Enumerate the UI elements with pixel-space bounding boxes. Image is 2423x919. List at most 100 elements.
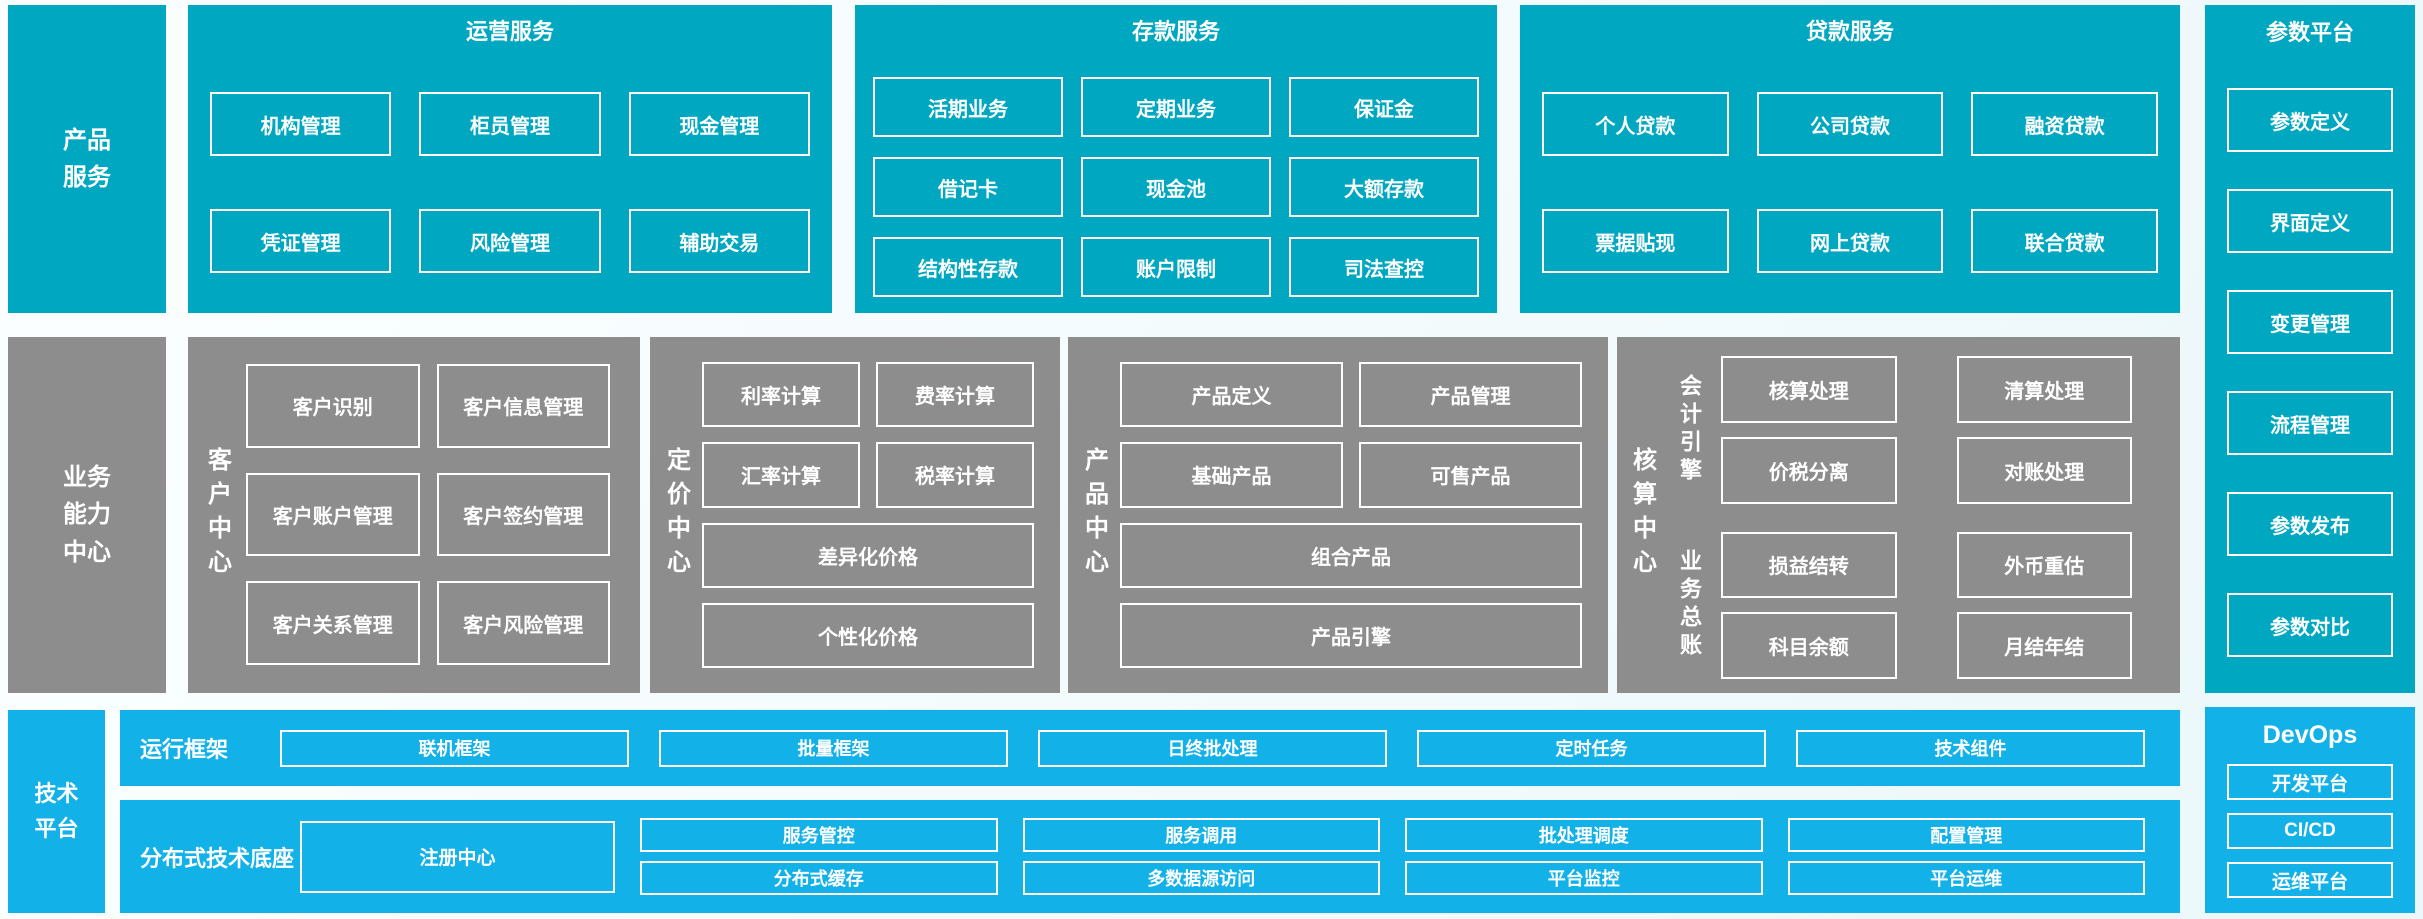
capability-box: 汇率计算 <box>702 442 860 508</box>
capability-box: 损益结转 <box>1721 531 1897 599</box>
sidebar-label-line: 平台 <box>34 815 79 841</box>
tech-box: 分布式缓存 <box>640 861 998 895</box>
distributed-columns: 服务管控 分布式缓存 服务调用 多数据源访问 批处理调度 平台监控 配置管理 平… <box>640 818 2145 895</box>
accounting-group-general-ledger: 业务总账 损益结转 外币重估 科目余额 月结年结 <box>1667 531 2132 679</box>
service-box: 保证金 <box>1289 77 1479 137</box>
capability-box-wide: 差异化价格 <box>702 522 1034 588</box>
group-grid: 损益结转 外币重估 科目余额 月结年结 <box>1721 531 2132 679</box>
capability-box-wide: 个性化价格 <box>702 602 1034 668</box>
capability-box: 客户关系管理 <box>246 581 420 665</box>
parameter-box: 参数对比 <box>2227 593 2393 657</box>
capability-box: 可售产品 <box>1359 442 1582 508</box>
capability-box: 核算处理 <box>1721 356 1897 423</box>
parameter-list: 参数定义 界面定义 变更管理 流程管理 参数发布 参数对比 <box>2227 88 2393 657</box>
distributed-column: 服务管控 分布式缓存 <box>640 818 998 895</box>
column-title: 参数平台 <box>2265 20 2354 45</box>
tech-box: 联机框架 <box>280 729 629 767</box>
distributed-column: 批处理调度 平台监控 <box>1405 818 1763 895</box>
section-title: 贷款服务 <box>1805 19 1894 44</box>
sidebar-label-line: 业务 <box>63 464 111 492</box>
service-box: 大额存款 <box>1289 157 1479 217</box>
service-box: 票据贴现 <box>1542 209 1729 273</box>
parameter-box: 变更管理 <box>2227 290 2393 354</box>
sidebar-label-line: 能力 <box>63 501 111 529</box>
capability-box: 税率计算 <box>876 442 1034 508</box>
section-operations-services: 运营服务 机构管理 柜员管理 现金管理 凭证管理 风险管理 辅助交易 <box>188 5 832 313</box>
service-box: 现金池 <box>1081 157 1271 217</box>
capability-box: 月结年结 <box>1956 612 2132 679</box>
capability-box: 客户识别 <box>246 364 420 448</box>
capability-box: 客户签约管理 <box>436 472 610 557</box>
tech-box: 平台监控 <box>1405 861 1763 895</box>
panel-vertical-label: 定价中心 <box>662 447 690 583</box>
service-box: 凭证管理 <box>210 209 392 273</box>
tech-box: 技术组件 <box>1796 729 2145 767</box>
product-grid: 产品定义 产品管理 基础产品 可售产品 组合产品 产品引擎 <box>1120 362 1582 668</box>
service-box: 网上贷款 <box>1756 209 1944 273</box>
tech-box: 日终批处理 <box>1038 729 1387 767</box>
capability-box-wide: 组合产品 <box>1120 522 1582 588</box>
operations-grid: 机构管理 柜员管理 现金管理 凭证管理 风险管理 辅助交易 <box>210 92 810 273</box>
capability-box: 利率计算 <box>702 362 860 428</box>
capability-box: 科目余额 <box>1721 612 1897 679</box>
service-box: 机构管理 <box>210 92 392 156</box>
band-label: 运行框架 <box>140 737 229 762</box>
customer-grid: 客户识别 客户信息管理 客户账户管理 客户签约管理 客户关系管理 客户风险管理 <box>246 364 610 665</box>
tech-box: 配置管理 <box>1787 818 2145 852</box>
service-box: 借记卡 <box>873 157 1063 217</box>
tech-box: 定时任务 <box>1417 729 1766 767</box>
panel-vertical-label: 产品中心 <box>1080 447 1108 583</box>
panel-product-center: 产品中心 产品定义 产品管理 基础产品 可售产品 组合产品 产品引擎 <box>1068 337 1608 693</box>
section-deposit-services: 存款服务 活期业务 定期业务 保证金 借记卡 现金池 大额存款 结构性存款 账户… <box>855 5 1497 313</box>
service-box: 个人贷款 <box>1542 92 1729 156</box>
column-devops: DevOps 开发平台 CI/CD 运维平台 <box>2205 707 2415 913</box>
capability-box: 对账处理 <box>1956 436 2132 504</box>
panel-vertical-label: 核算中心 <box>1628 447 1656 583</box>
capability-box: 价税分离 <box>1721 436 1897 504</box>
capability-box: 产品定义 <box>1120 362 1343 428</box>
loan-grid: 个人贷款 公司贷款 融资贷款 票据贴现 网上贷款 联合贷款 <box>1542 92 2158 273</box>
capability-box: 产品管理 <box>1359 362 1582 428</box>
service-box: 融资贷款 <box>1971 92 2158 156</box>
panel-pricing-center: 定价中心 利率计算 费率计算 汇率计算 税率计算 差异化价格 个性化价格 <box>650 337 1060 693</box>
accounting-group-ledger-engine: 会计引擎 核算处理 清算处理 价税分离 对账处理 <box>1667 356 2132 504</box>
capability-box-wide: 产品引擎 <box>1120 602 1582 668</box>
section-title: 存款服务 <box>1131 19 1220 44</box>
group-vertical-label: 会计引擎 <box>1677 373 1702 486</box>
sidebar-label-line: 服务 <box>63 164 111 191</box>
sidebar-label-line: 技术 <box>34 781 79 807</box>
panel-accounting-center: 核算中心 会计引擎 核算处理 清算处理 价税分离 对账处理 业务总账 损益结转 … <box>1617 337 2180 693</box>
distributed-column: 配置管理 平台运维 <box>1787 818 2145 895</box>
deposit-grid: 活期业务 定期业务 保证金 借记卡 现金池 大额存款 结构性存款 账户限制 司法… <box>873 77 1479 297</box>
sidebar-product-services: 产品 服务 <box>8 5 166 313</box>
band-label: 分布式技术底座 <box>140 845 295 871</box>
sidebar-business-capability-center: 业务 能力 中心 <box>8 337 166 693</box>
sidebar-technology-platform: 技术 平台 <box>8 710 105 913</box>
sidebar-label-line: 产品 <box>63 126 111 154</box>
runtime-boxes: 联机框架 批量框架 日终批处理 定时任务 技术组件 <box>280 729 2145 767</box>
group-vertical-label: 业务总账 <box>1677 549 1702 662</box>
section-loan-services: 贷款服务 个人贷款 公司贷款 融资贷款 票据贴现 网上贷款 联合贷款 <box>1520 5 2180 313</box>
distributed-column: 服务调用 多数据源访问 <box>1022 818 1380 895</box>
capability-box: 清算处理 <box>1956 356 2132 423</box>
devops-box: 运维平台 <box>2227 862 2393 898</box>
service-box: 柜员管理 <box>419 92 601 156</box>
tech-box: 多数据源访问 <box>1022 861 1380 895</box>
capability-box: 客户账户管理 <box>246 472 420 557</box>
capability-box: 客户风险管理 <box>436 581 610 665</box>
capability-box: 外币重估 <box>1956 531 2132 599</box>
service-box: 现金管理 <box>628 92 810 156</box>
column-parameter-platform: 参数平台 参数定义 界面定义 变更管理 流程管理 参数发布 参数对比 <box>2205 5 2415 693</box>
devops-box: 开发平台 <box>2227 764 2393 800</box>
service-box: 司法查控 <box>1289 237 1479 297</box>
registry-center-box: 注册中心 <box>300 820 615 893</box>
service-box: 结构性存款 <box>873 237 1063 297</box>
accounting-groups: 会计引擎 核算处理 清算处理 价税分离 对账处理 业务总账 损益结转 外币重估 … <box>1667 356 2132 679</box>
band-runtime-framework: 运行框架 联机框架 批量框架 日终批处理 定时任务 技术组件 <box>120 710 2180 786</box>
service-box: 辅助交易 <box>628 209 810 273</box>
service-box: 联合贷款 <box>1971 209 2158 273</box>
sidebar-label-line: 中心 <box>63 538 111 566</box>
service-box: 风险管理 <box>419 209 601 273</box>
tech-box: 服务调用 <box>1022 818 1380 852</box>
tech-box: 批量框架 <box>659 729 1008 767</box>
